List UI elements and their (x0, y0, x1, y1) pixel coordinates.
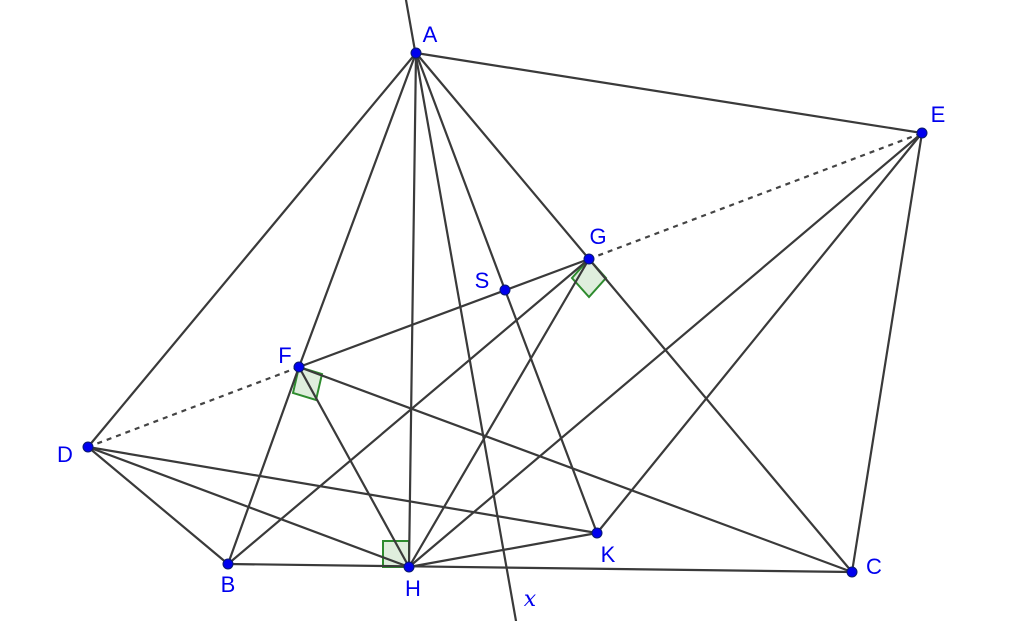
segment-af (297, 51, 418, 369)
segment-cf (297, 365, 854, 574)
segment-eh (407, 131, 924, 569)
labels-layer: x A B C D E F G H K S (57, 22, 945, 612)
point-label-a: A (423, 22, 438, 47)
point-a[interactable] (410, 47, 422, 59)
segment-ad (86, 51, 418, 449)
segment-bd (86, 445, 230, 566)
point-label-g: G (589, 224, 606, 249)
segment-hk (407, 531, 599, 569)
point-f[interactable] (293, 361, 305, 373)
segment-bc (226, 562, 854, 574)
points-layer (82, 47, 928, 578)
point-label-e: E (931, 102, 946, 127)
point-label-b: B (221, 572, 236, 597)
segments-layer (86, 51, 924, 574)
dashed-segment-df (87, 365, 300, 449)
point-label-f: F (278, 343, 291, 368)
point-s[interactable] (499, 284, 511, 296)
segment-as (414, 51, 507, 292)
point-label-s: S (475, 268, 490, 293)
segment-bf (226, 365, 301, 566)
right-angle-markers (291, 257, 608, 568)
point-k[interactable] (591, 527, 603, 539)
point-h[interactable] (403, 561, 415, 573)
point-label-d: D (57, 442, 73, 467)
segment-ek (595, 131, 924, 535)
segment-ag (414, 51, 591, 261)
line-x (404, 0, 518, 621)
segment-ah (407, 51, 418, 569)
segment-dh (86, 445, 411, 569)
segment-ce (850, 131, 924, 574)
segment-fg (297, 257, 591, 369)
point-b[interactable] (222, 558, 234, 570)
point-g[interactable] (583, 253, 595, 265)
segment-fh (297, 365, 411, 569)
point-e[interactable] (916, 127, 928, 139)
point-label-k: K (601, 542, 616, 567)
segment-gh (407, 257, 591, 569)
point-label-c: C (866, 554, 882, 579)
point-c[interactable] (846, 566, 858, 578)
lines-layer (404, 0, 518, 621)
line-label-x: x (524, 587, 537, 612)
point-d[interactable] (82, 441, 94, 453)
segment-bg (226, 257, 591, 566)
segment-cg (587, 257, 854, 574)
segment-sk (503, 288, 599, 535)
segment-ae (414, 51, 924, 135)
segment-dk (86, 445, 599, 535)
point-label-h: H (405, 576, 421, 601)
